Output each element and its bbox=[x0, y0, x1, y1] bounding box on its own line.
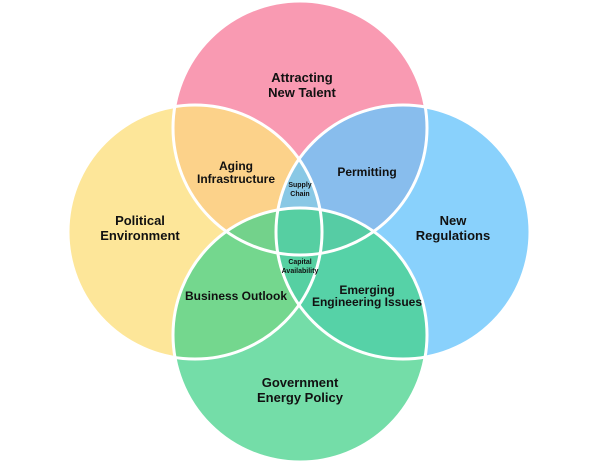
label-permitting: Permitting bbox=[337, 165, 396, 179]
circle-government-energy-policy bbox=[173, 208, 427, 462]
circle-fills bbox=[68, 1, 530, 462]
label-business-outlook: Business Outlook bbox=[185, 289, 287, 303]
circle-outlines bbox=[66, 0, 532, 463]
